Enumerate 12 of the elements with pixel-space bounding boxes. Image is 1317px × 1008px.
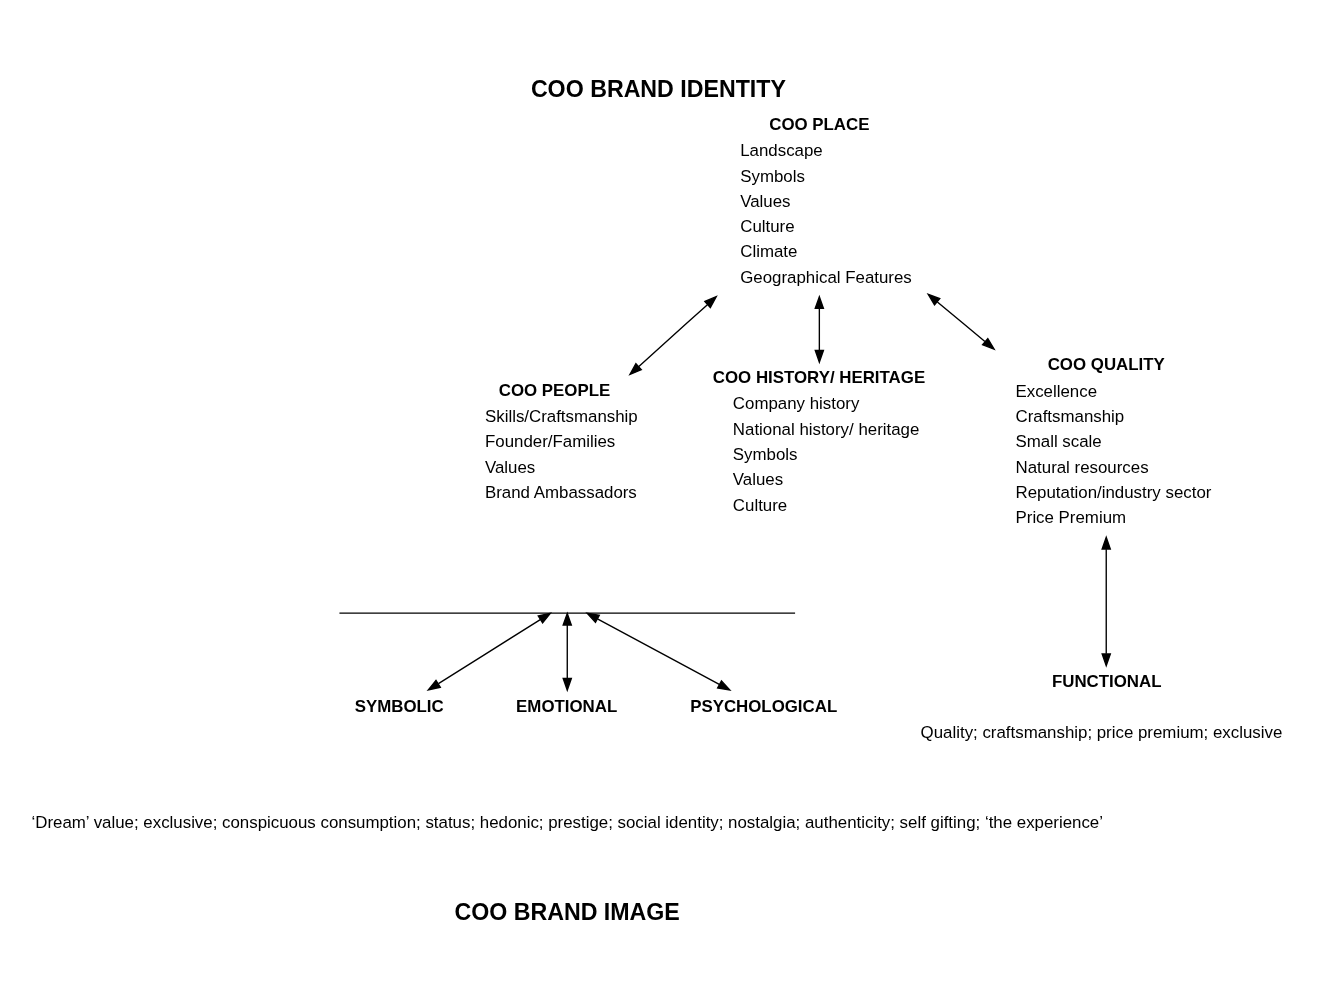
caption: COO BRAND IMAGE	[454, 898, 680, 925]
node-text: PSYCHOLOGICAL	[690, 696, 838, 716]
node-label: Quality; craftsmanship; price premium; exclusive	[920, 722, 1283, 742]
label: ‘Dream’ value; exclusive; conspicuous consumption; status; hedonic; prestige; social identity; nostalgia; authenticity; self gifting; ‘the experience’	[31, 812, 1103, 832]
diagram-title: COO BRAND IDENTITY	[530, 75, 786, 102]
node-text: SYMBOLIC	[354, 696, 444, 716]
node-text: COO HISTORY/ HERITAGE Company history National history/ heritage Symbols Values Culture	[712, 367, 926, 515]
node-text: FUNCTIONAL	[1051, 671, 1162, 691]
node-text: EMOTIONAL	[516, 696, 618, 716]
node-text: COO QUALITY Excellence Craftsmanship Small scale Natural resources Reputation/industry sector Price Premium	[1015, 354, 1212, 527]
node-text: COO PLACE Landscape Symbols Values Culture Climate Geographical Features	[740, 114, 912, 287]
node-text: COO PEOPLE Skills/Craftsmanship Founder/Families Values Brand Ambassadors	[484, 380, 638, 502]
